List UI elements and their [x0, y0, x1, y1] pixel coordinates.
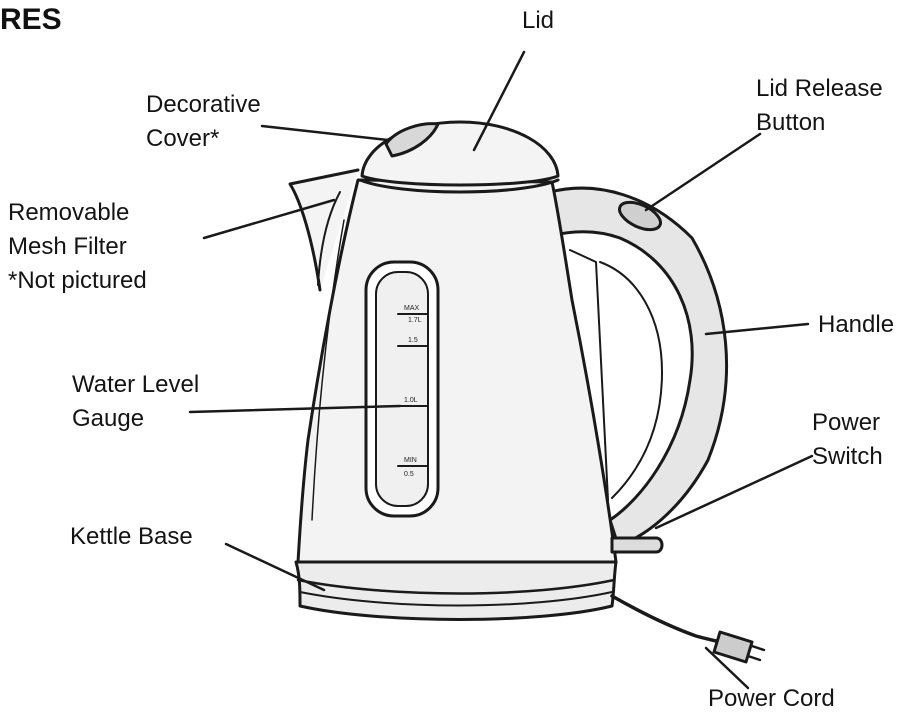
power-plug [712, 630, 754, 664]
label-mesh-filter-line2: Mesh Filter [8, 233, 127, 260]
lid-release-button-shape [618, 200, 662, 232]
label-kettle-base: Kettle Base [70, 523, 193, 550]
leader-handle [704, 322, 810, 336]
label-power-switch-line2: Switch [812, 443, 883, 470]
label-lid-release-button: Lid Release Button [756, 72, 883, 140]
gauge-mark-min-sub: 0.5 [404, 471, 414, 478]
label-lid: Lid [522, 7, 555, 34]
kettle-body [296, 178, 618, 564]
base-ring-2 [299, 591, 613, 607]
label-water-gauge-line2: Gauge [72, 405, 145, 432]
label-lid-release-line1: Lid Release [756, 75, 883, 102]
label-water-gauge-line1: Water Level [72, 371, 200, 398]
page-header-title: RES [0, 3, 62, 36]
gauge-mark-1-5: 1.5 [408, 337, 418, 344]
leader-lid-release [644, 132, 762, 212]
body-highlight [311, 219, 345, 521]
gauge-mark-min: MIN [404, 457, 417, 464]
leader-water-gauge [188, 404, 402, 414]
power-switch-shape [610, 536, 664, 554]
leader-kettle-base [224, 542, 326, 592]
label-mesh-filter-line1: Removable [8, 199, 130, 226]
gauge-mark-max-sub: 1.7L [408, 317, 422, 324]
gauge-window-inner [375, 271, 429, 507]
label-power-cord: Power Cord [708, 685, 835, 712]
spout-inner [317, 191, 341, 286]
label-water-level-gauge: Water Level Gauge [72, 368, 199, 436]
label-power-switch-line1: Power [812, 409, 881, 436]
label-decorative-cover-line1: Decorative [146, 91, 261, 118]
leader-power-cord [704, 646, 750, 690]
label-mesh-filter-line3: *Not pictured [8, 267, 147, 294]
label-decorative-cover-line2: Cover* [146, 125, 220, 152]
leader-mesh-filter [202, 198, 336, 240]
gauge-mark-max: MAX [404, 305, 420, 312]
label-handle: Handle [818, 311, 895, 338]
gauge-mark-1-0: 1.0L [404, 397, 418, 404]
label-mesh-filter: Removable Mesh Filter *Not pictured [8, 196, 147, 298]
label-lid-release-line2: Button [756, 109, 826, 136]
label-decorative-cover: Decorative Cover* [146, 88, 261, 156]
kettle-base [294, 560, 618, 621]
kettle-spout [288, 168, 360, 292]
label-power-switch: Power Switch [812, 406, 883, 474]
handle-grip [599, 261, 663, 499]
handle-grip-inner [569, 249, 609, 501]
lid-rim [358, 178, 560, 194]
leader-lid [472, 50, 526, 152]
leader-decorative-cover [260, 124, 390, 142]
base-ring [296, 578, 616, 595]
decorative-cover-shape [384, 122, 440, 158]
leader-power-switch [654, 454, 814, 530]
